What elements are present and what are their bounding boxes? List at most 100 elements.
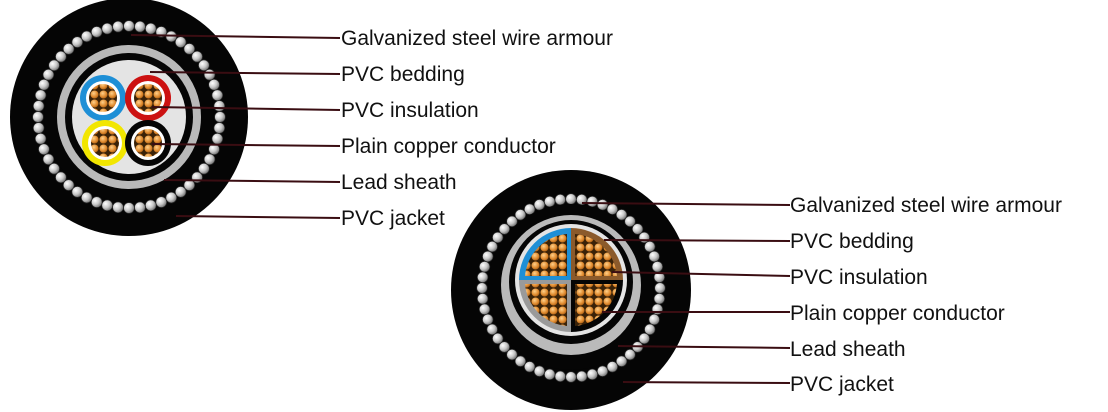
plain-copper-conductor	[89, 84, 117, 112]
armour-wire	[211, 89, 224, 101]
armour-wire	[544, 368, 556, 381]
armour-wire	[524, 361, 536, 373]
label-insulation: PVC insulation	[790, 266, 928, 289]
armour-wire	[55, 171, 67, 184]
armour-wire	[203, 69, 216, 81]
armour-wire	[514, 355, 527, 367]
label-conductor: Plain copper conductor	[341, 135, 556, 158]
armour-wire	[101, 199, 113, 212]
armour-wire	[198, 59, 210, 72]
core-yellow	[82, 120, 128, 166]
armour-wire	[91, 26, 103, 38]
armour-wire	[524, 203, 536, 215]
armour-wire	[38, 143, 50, 155]
armour-wire	[478, 261, 491, 273]
armour-wire	[478, 303, 491, 315]
armour-wire	[615, 355, 628, 367]
armour-wire	[48, 59, 60, 72]
armour-wire	[624, 349, 636, 361]
armour-wire	[498, 341, 510, 353]
core-red	[125, 75, 171, 121]
armour-wire	[62, 43, 75, 55]
armour-wire	[654, 282, 666, 294]
armour-wire	[71, 36, 84, 48]
armour-wire	[101, 22, 113, 35]
armour-wire	[91, 196, 103, 208]
armour-wire	[486, 323, 498, 335]
armour-wire	[55, 50, 67, 63]
armour-wire	[48, 162, 60, 175]
armour-wire	[174, 36, 187, 48]
core-black	[125, 120, 171, 166]
armour-wire	[155, 196, 167, 208]
armour-wire	[198, 162, 210, 175]
armour-wire	[213, 122, 226, 134]
galvanized-steel-wire-armour	[32, 20, 226, 214]
armour-wire	[34, 89, 47, 101]
plain-copper-conductor	[525, 284, 567, 326]
armour-wire	[486, 241, 498, 253]
plain-copper-conductor	[134, 129, 162, 157]
label-lead-sheath: Lead sheath	[341, 171, 457, 194]
labels-cable-2: Galvanized steel wire armour PVC bedding…	[790, 194, 1062, 396]
armour-wire	[42, 153, 55, 165]
core-blue	[80, 75, 126, 121]
armour-wire	[624, 215, 636, 227]
armour-wire	[174, 186, 187, 198]
armour-wire	[191, 50, 203, 63]
armour-wire	[208, 79, 220, 91]
armour-wire	[576, 370, 588, 382]
armour-wire	[644, 323, 656, 335]
armour-wire	[586, 195, 598, 208]
label-conductor: Plain copper conductor	[790, 302, 1005, 325]
armour-wire	[651, 261, 664, 273]
leader-lead-sheath	[163, 179, 341, 183]
plain-copper-conductor	[575, 234, 617, 276]
label-jacket: PVC jacket	[790, 373, 894, 396]
armour-wire	[38, 79, 50, 91]
leader-conductor	[151, 143, 341, 147]
armour-wire	[482, 250, 494, 263]
plain-copper-conductor	[525, 234, 567, 276]
label-lead-sheath: Lead sheath	[790, 338, 906, 361]
armour-wire	[81, 191, 93, 204]
leader-bedding	[603, 239, 791, 242]
armour-wire	[477, 271, 489, 283]
labels-cable-1: Galvanized steel wire armour PVC bedding…	[341, 27, 613, 230]
armour-wire	[81, 30, 93, 43]
armour-wire	[62, 179, 75, 191]
armour-wire	[123, 202, 135, 214]
leader-insulation	[151, 106, 341, 111]
armour-wire	[165, 191, 177, 204]
armour-wire	[506, 349, 518, 361]
plain-copper-conductor	[91, 129, 119, 157]
armour-wire	[651, 303, 664, 315]
armour-wire	[482, 313, 494, 326]
armour-wire	[638, 332, 650, 345]
armour-wire	[492, 231, 504, 244]
armour-wire	[476, 282, 488, 294]
leader-armour	[130, 34, 341, 39]
label-armour: Galvanized steel wire armour	[790, 194, 1062, 217]
armour-wire	[653, 271, 665, 283]
leader-lead-sheath	[617, 345, 791, 349]
armour-wire	[506, 215, 518, 227]
armour-wire	[42, 69, 55, 81]
label-bedding: PVC bedding	[341, 63, 465, 86]
armour-wire	[214, 111, 226, 123]
plain-copper-conductor	[575, 284, 617, 326]
label-insulation: PVC insulation	[341, 99, 479, 122]
armour-wire	[632, 223, 644, 235]
armour-wire	[112, 201, 124, 214]
armour-wire	[477, 293, 489, 305]
armour-wire	[32, 100, 45, 112]
armour-wire	[123, 20, 135, 32]
armour-wire	[71, 186, 84, 198]
armour-wire	[32, 111, 44, 123]
armour-wire	[644, 241, 656, 253]
armour-wire	[554, 194, 566, 206]
leader-jacket	[175, 215, 341, 219]
armour-wire	[533, 365, 546, 377]
leader-insulation	[611, 271, 791, 277]
